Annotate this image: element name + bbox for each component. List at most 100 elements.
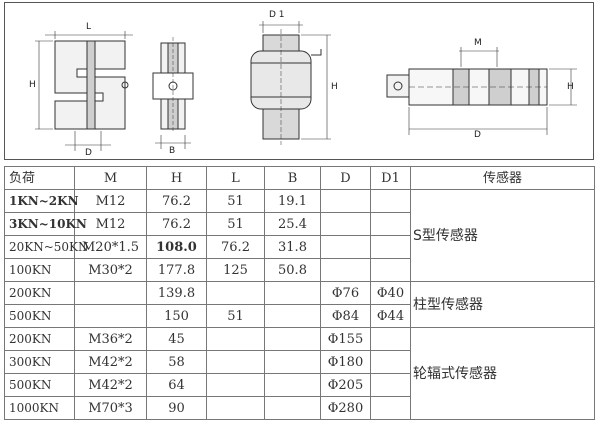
header-b: B — [264, 166, 321, 190]
cell-d: Φ84 — [320, 304, 371, 328]
header-load: 负荷 — [4, 166, 75, 190]
table-header-row: 负荷 M H L B D D1 传感器 — [4, 166, 595, 190]
cell-l: 51 — [206, 212, 265, 236]
cell-d1 — [370, 212, 411, 236]
cell-b — [264, 350, 321, 374]
cell-d1 — [370, 235, 411, 259]
cell-b — [264, 281, 321, 305]
table-row: 100KN M30*2 177.8 125 50.8 — [4, 258, 595, 282]
cell-load: 100KN — [4, 258, 75, 282]
cell-b: 31.8 — [264, 235, 321, 259]
cell-d1: Φ44 — [370, 304, 411, 328]
cell-h: 90 — [146, 396, 207, 420]
cell-b — [264, 373, 321, 397]
cell-load: 1000KN — [4, 396, 75, 420]
cell-b: 25.4 — [264, 212, 321, 236]
cell-load: 200KN — [4, 327, 75, 351]
cell-m: M30*2 — [74, 258, 147, 282]
cell-d1 — [370, 189, 411, 213]
cell-d — [320, 189, 371, 213]
cell-d: Φ155 — [320, 327, 371, 351]
cell-h: 64 — [146, 373, 207, 397]
cell-d — [320, 212, 371, 236]
sensor-type-s: S型传感器 — [410, 189, 595, 282]
spoke-diameter-label: D — [474, 130, 481, 140]
column-height-label: H — [331, 82, 338, 92]
cell-l: 51 — [206, 189, 265, 213]
cell-load: 500KN — [4, 304, 75, 328]
cell-h: 45 — [146, 327, 207, 351]
header-d: D — [320, 166, 371, 190]
cell-load: 20KN~50KN — [4, 235, 89, 259]
cell-b: 19.1 — [264, 189, 321, 213]
table-row: 1KN~2KN M12 76.2 51 19.1 S型传感器 — [4, 189, 595, 282]
specification-table: 负荷 M H L B D D1 传感器 1KN~2KN M12 76.2 51 … — [4, 166, 595, 420]
cell-l — [206, 327, 265, 351]
cell-h: 108.0 — [146, 235, 207, 259]
cell-d — [320, 235, 371, 259]
cell-d: Φ76 — [320, 281, 371, 305]
cell-d1 — [370, 396, 411, 420]
table-row: 1000KN M70*3 90 Φ280 — [4, 396, 595, 420]
technical-drawings-panel: L H D B D 1 H M H D — [4, 2, 594, 160]
cell-b — [264, 327, 321, 351]
column-sensor-drawing — [250, 21, 331, 145]
cell-l — [206, 350, 265, 374]
cell-d1 — [370, 258, 411, 282]
cell-h: 139.8 — [146, 281, 207, 305]
header-h: H — [146, 166, 207, 190]
cell-d: Φ180 — [320, 350, 371, 374]
cell-d1 — [370, 350, 411, 374]
cell-load: 200KN — [4, 281, 75, 305]
cell-d — [320, 258, 371, 282]
cell-m — [74, 281, 147, 305]
cell-b — [264, 304, 321, 328]
cell-h: 177.8 — [146, 258, 207, 282]
header-sensor: 传感器 — [410, 166, 595, 190]
cell-d: Φ205 — [320, 373, 371, 397]
cell-m — [74, 304, 147, 328]
table-row: 500KN M42*2 64 Φ205 — [4, 373, 595, 397]
s-type-diameter-label: D — [85, 148, 92, 158]
s-type-front-drawing — [35, 31, 133, 151]
spoke-sensor-drawing — [386, 47, 577, 135]
cell-d1 — [370, 327, 411, 351]
cell-b — [264, 396, 321, 420]
cell-m: M42*2 — [74, 350, 147, 374]
table-row: 500KN 150 51 Φ84 Φ44 — [4, 304, 595, 328]
cell-h: 76.2 — [146, 189, 207, 213]
cell-h: 76.2 — [146, 212, 207, 236]
sensor-type-spoke: 轮辐式传感器 — [410, 327, 595, 420]
cell-load: 300KN — [4, 350, 75, 374]
side-width-label: B — [169, 146, 176, 156]
cell-l — [206, 396, 265, 420]
spoke-height-label: H — [567, 82, 574, 92]
cell-h: 58 — [146, 350, 207, 374]
spoke-thread-label: M — [474, 38, 482, 48]
column-d1-label: D 1 — [269, 10, 285, 20]
cell-load: 1KN~2KN — [4, 189, 79, 213]
header-m: M — [74, 166, 147, 190]
cell-d: Φ280 — [320, 396, 371, 420]
cell-m: M20*1.5 — [74, 235, 147, 259]
drawings-svg — [35, 21, 577, 151]
cell-m: M70*3 — [74, 396, 147, 420]
cell-h: 150 — [146, 304, 207, 328]
cell-m: M12 — [74, 189, 147, 213]
table-row: 300KN M42*2 58 Φ180 — [4, 350, 595, 374]
table-row: 200KN M36*2 45 Φ155 轮辐式传感器 — [4, 327, 595, 420]
cell-m: M42*2 — [74, 373, 147, 397]
header-l: L — [206, 166, 265, 190]
cell-d1: Φ40 — [370, 281, 411, 305]
cell-d1 — [370, 373, 411, 397]
cell-l: 51 — [206, 304, 265, 328]
s-type-side-drawing — [152, 37, 194, 149]
cell-load: 3KN~10KN — [4, 212, 87, 236]
s-type-length-label: L — [86, 22, 92, 32]
cell-l: 76.2 — [206, 235, 265, 259]
cell-l — [206, 281, 265, 305]
cell-m: M36*2 — [74, 327, 147, 351]
sensor-type-column: 柱型传感器 — [410, 281, 595, 328]
s-type-height-label: H — [29, 80, 36, 90]
table-row: 200KN 139.8 Φ76 Φ40 柱型传感器 — [4, 281, 595, 328]
